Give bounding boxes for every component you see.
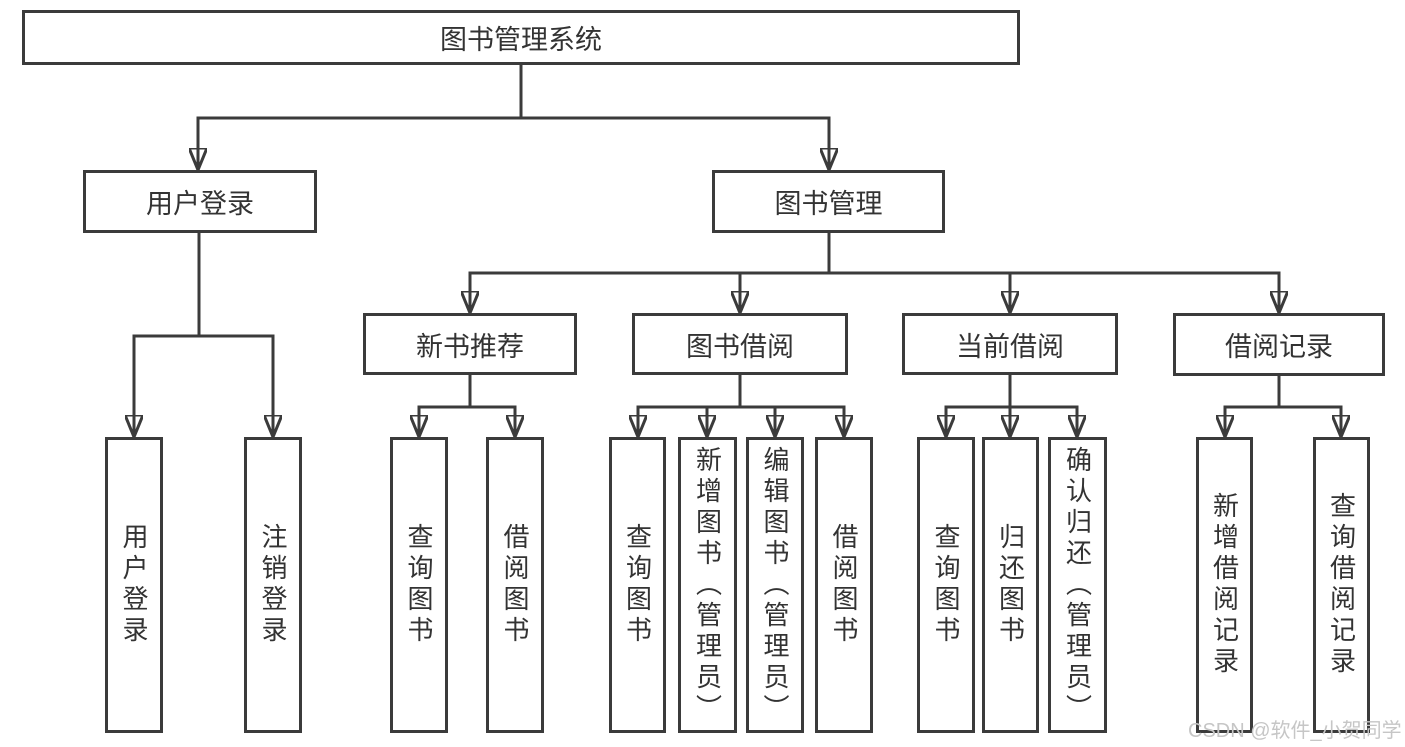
leaf-query-books-3: 查询图书 [917,437,975,733]
connector-borrow-records-to-leaves [1225,373,1341,439]
leaf-logout-label: 注销登录 [258,523,288,647]
node-book-management-label: 图书管理 [774,189,883,219]
connector-new-book-recommend-to-leaves [419,373,515,439]
leaf-return-book-label: 归还图书 [995,523,1026,647]
leaf-query-books-1-label: 查询图书 [404,523,434,647]
leaf-user-login: 用户登录 [105,437,163,733]
node-user-login-label: 用户登录 [146,189,254,219]
leaf-add-borrow-record-label: 新增借阅记录 [1209,492,1240,678]
node-root: 图书管理系统 [22,10,1020,65]
leaf-edit-book-admin: 编辑图书（管理员） [746,437,804,733]
node-book-management: 图书管理 [712,170,945,233]
node-user-login: 用户登录 [83,170,317,233]
leaf-confirm-return-admin-label: 确认归还（管理员） [1062,445,1093,725]
leaf-confirm-return-admin: 确认归还（管理员） [1048,437,1107,733]
connector-current-borrow-to-leaves [946,373,1077,439]
leaf-logout: 注销登录 [244,437,302,733]
connector-book-borrow-to-leaves [638,373,844,439]
node-book-borrow-label: 图书借阅 [686,331,794,362]
connector-book-management-to-level3 [470,231,1279,315]
node-current-borrow: 当前借阅 [902,313,1118,375]
leaf-borrow-books-1: 借阅图书 [486,437,544,733]
watermark: CSDN @软件_小贺同学 [1188,720,1402,742]
leaf-query-books-1: 查询图书 [390,437,448,733]
node-root-label: 图书管理系统 [440,25,602,55]
leaf-return-book: 归还图书 [982,437,1039,733]
leaf-edit-book-admin-label: 编辑图书（管理员） [760,445,790,725]
node-current-borrow-label: 当前借阅 [956,331,1064,362]
leaf-query-books-2: 查询图书 [609,437,666,733]
leaf-user-login-label: 用户登录 [119,523,149,647]
node-new-book-recommend: 新书推荐 [363,313,577,375]
leaf-add-book-admin: 新增图书（管理员） [678,437,737,733]
node-book-borrow: 图书借阅 [632,313,848,375]
leaf-borrow-books-2-label: 借阅图书 [829,523,859,647]
connector-user-login-to-leaves [134,231,273,439]
leaf-query-borrow-record: 查询借阅记录 [1313,437,1370,733]
node-borrow-records-label: 借阅记录 [1225,332,1333,362]
leaf-add-borrow-record: 新增借阅记录 [1196,437,1253,733]
leaf-query-books-3-label: 查询图书 [931,523,961,647]
leaf-query-borrow-record-label: 查询借阅记录 [1326,492,1357,678]
leaf-add-book-admin-label: 新增图书（管理员） [692,445,723,725]
node-borrow-records: 借阅记录 [1173,313,1385,376]
leaf-borrow-books-2: 借阅图书 [815,437,873,733]
node-new-book-recommend-label: 新书推荐 [416,331,524,362]
leaf-borrow-books-1-label: 借阅图书 [500,523,530,647]
leaf-query-books-2-label: 查询图书 [622,523,653,647]
connector-root-to-level2 [198,63,829,172]
